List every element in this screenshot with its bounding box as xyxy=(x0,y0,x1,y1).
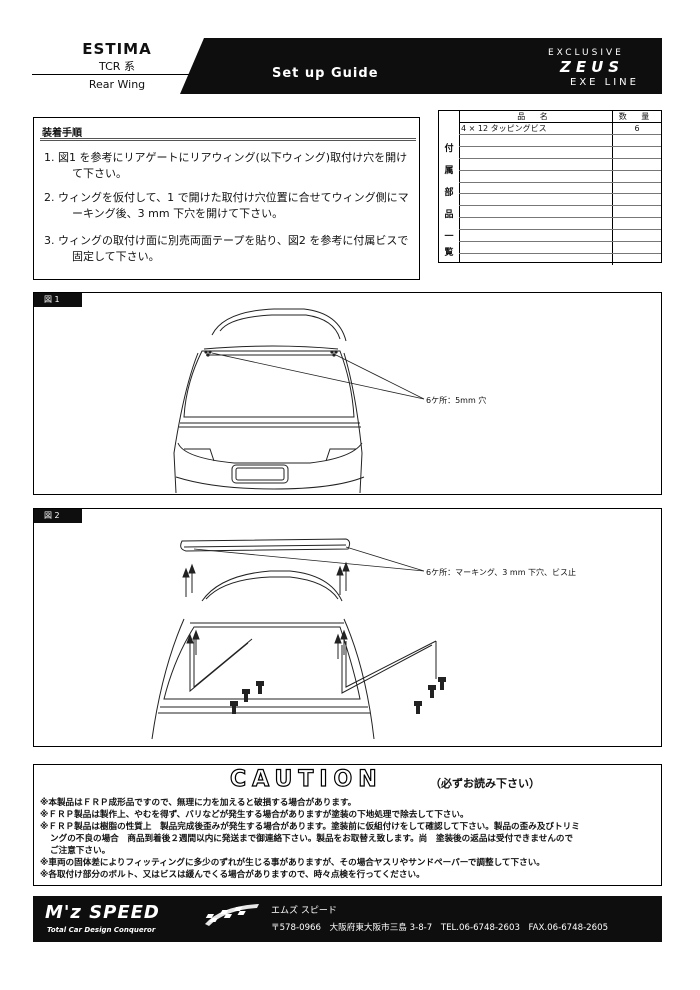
figure-1: 図 1 xyxy=(33,292,662,495)
guide-title: Set up Guide xyxy=(272,66,379,81)
table-row xyxy=(459,158,661,171)
side-char: 一 xyxy=(444,232,454,242)
table-row xyxy=(459,134,661,147)
part-qty-cell xyxy=(612,205,661,219)
part-name-cell xyxy=(459,170,613,183)
car-series: TCR 系 xyxy=(99,60,135,73)
caution-note: ※車両の固体差によりフィッティングに多少のずれが生じる事がありますが、その場合ヤ… xyxy=(40,858,545,868)
steps-heading: 装着手順 xyxy=(42,128,82,139)
figure-2-callout: 6ケ所：マーキング、3 mm 下穴、ビス止 xyxy=(426,568,577,577)
install-steps-box: 装着手順 1. 図1 を参考にリアゲートにリアウィング(以下ウィング)取付け穴を… xyxy=(33,117,420,280)
company-logo: M'z SPEED xyxy=(45,902,160,923)
part-name-cell xyxy=(459,241,613,254)
table-row xyxy=(459,253,661,265)
part-qty-cell xyxy=(612,134,661,147)
steps-rule xyxy=(40,138,416,141)
part-qty-cell xyxy=(612,158,661,171)
step-2: 2. ウィングを仮付して、1 で開けた取付け穴位置に合せてウィング側にマーキング… xyxy=(44,191,409,220)
figure-2-label: 図 2 xyxy=(34,509,82,523)
table-header-row: 品 名 数 量 xyxy=(459,111,661,123)
side-char: 覧 xyxy=(444,248,454,258)
part-qty-cell xyxy=(612,229,661,243)
table-row xyxy=(459,241,661,254)
part-name: Rear Wing xyxy=(88,78,146,91)
caution-box: CAUTION （必ずお読み下さい） ※本製品はＦＲＰ成形品ですので、無理に力を… xyxy=(33,764,662,886)
part-qty-cell xyxy=(612,146,661,159)
table-row xyxy=(459,146,661,159)
col-name-header: 品 名 xyxy=(459,111,613,123)
brand-line: EXE LINE xyxy=(570,77,639,88)
step-3: 3. ウィングの取付け面に別売両面テープを貼り、図2 を参考に付属ビスで固定して… xyxy=(44,234,409,263)
company-kana: エムズ スピード xyxy=(271,906,337,916)
parts-side-label: 付 属 部 品 一 覧 xyxy=(439,111,460,262)
part-qty-cell xyxy=(612,253,661,265)
table-row xyxy=(459,193,661,207)
part-name-cell xyxy=(459,205,613,219)
car-model: ESTIMA xyxy=(82,40,152,58)
part-name-cell: 4 × 12 タッピングビス xyxy=(459,122,613,135)
side-char: 属 xyxy=(444,166,454,176)
caution-note: ※ＦＲＰ製品は製作上、やむを得ず、バリなどが発生する場合がありますが塗装の下地処… xyxy=(40,810,469,820)
caution-title: CAUTION xyxy=(229,766,383,792)
step-1: 1. 図1 を参考にリアゲートにリアウィング(以下ウィング)取付け穴を開けて下さ… xyxy=(44,151,408,180)
part-name-cell xyxy=(459,182,613,195)
part-qty-cell xyxy=(612,241,661,254)
brand-zeus-logo: ZEUS xyxy=(560,58,625,76)
figure-1-drawing xyxy=(173,308,425,494)
table-row xyxy=(459,229,661,243)
product-header: ESTIMA TCR 系 Rear Wing xyxy=(32,38,204,94)
side-char: 品 xyxy=(444,210,454,220)
table-row xyxy=(459,170,661,183)
side-char: 付 xyxy=(444,144,454,154)
table-row xyxy=(459,205,661,219)
caution-note: ※ＦＲＰ製品は樹脂の性質上 製品完成後歪みが発生する場合があります。塗装前に仮組… xyxy=(40,822,580,832)
checkered-flag-icon xyxy=(205,904,259,926)
header-divider xyxy=(32,74,204,75)
part-qty-cell xyxy=(612,170,661,183)
company-address: 〒578-0966 大阪府東大阪市三島 3-8-7 TEL.06-6748-26… xyxy=(271,923,609,933)
part-name-cell xyxy=(459,158,613,171)
part-qty-cell xyxy=(612,217,661,231)
part-name-cell xyxy=(459,146,613,159)
figure-2: 図 2 xyxy=(33,508,662,747)
part-name-cell xyxy=(459,217,613,231)
figure-1-label: 図 1 xyxy=(34,293,82,307)
brand-exclusive: EXCLUSIVE xyxy=(548,48,624,58)
part-qty-cell: 6 xyxy=(612,122,661,135)
part-name-cell xyxy=(459,253,613,264)
company-tagline: Total Car Design Conqueror xyxy=(47,926,156,934)
col-qty-header: 数 量 xyxy=(612,111,661,123)
title-banner xyxy=(180,38,662,94)
side-char: 部 xyxy=(444,188,454,198)
company-footer: M'z SPEED Total Car Design Conqueror エムズ… xyxy=(33,896,662,942)
part-name-cell xyxy=(459,134,613,147)
table-row xyxy=(459,182,661,195)
caution-note: ングの不良の場合 商品到着後２週間以内に発送まで御連絡下さい。製品をお取替え致し… xyxy=(50,834,574,844)
caution-subtitle: （必ずお読み下さい） xyxy=(430,777,540,790)
part-name-cell xyxy=(459,229,613,243)
caution-note: ※本製品はＦＲＰ成形品ですので、無理に力を加えると破損する場合があります。 xyxy=(40,798,357,808)
caution-note: ※各取付け部分のボルト、又はビスは緩んでくる場合がありますので、時々点検を行って… xyxy=(40,870,425,880)
table-row xyxy=(459,217,661,231)
figure-1-callout: 6ケ所：5mm 穴 xyxy=(426,396,487,405)
part-qty-cell xyxy=(612,182,661,195)
part-qty-cell xyxy=(612,193,661,207)
figure-2-drawing xyxy=(151,538,446,740)
part-name-cell xyxy=(459,193,613,207)
caution-note: ご注意下さい。 xyxy=(50,846,111,856)
